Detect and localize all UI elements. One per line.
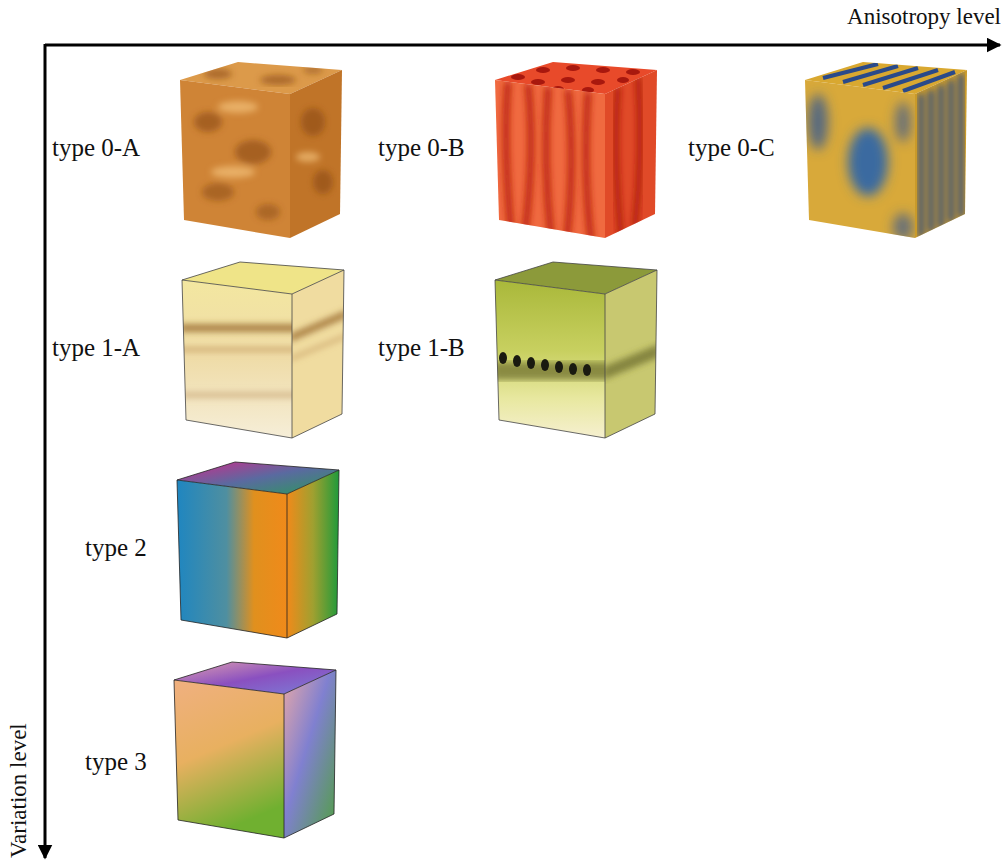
type-label: type 3	[85, 748, 147, 777]
texture-cube	[805, 62, 967, 241]
type-label: type 2	[85, 534, 147, 563]
type-label: type 1-A	[52, 334, 140, 363]
texture-cube	[180, 62, 342, 238]
texture-cube	[174, 662, 336, 838]
type-label: type 0-C	[688, 134, 775, 163]
axis-arrow	[45, 44, 1000, 47]
texture-cube	[493, 262, 659, 438]
axis-label: Variation level	[6, 723, 32, 858]
texture-cube	[180, 262, 346, 438]
axis-arrow	[44, 44, 47, 858]
type-label: type 0-B	[378, 134, 465, 163]
type-label: type 1-B	[378, 334, 465, 363]
texture-cube	[177, 462, 339, 638]
texture-cube	[495, 62, 657, 240]
type-label: type 0-A	[52, 134, 140, 163]
axis-label: Anisotropy level	[847, 4, 1001, 30]
